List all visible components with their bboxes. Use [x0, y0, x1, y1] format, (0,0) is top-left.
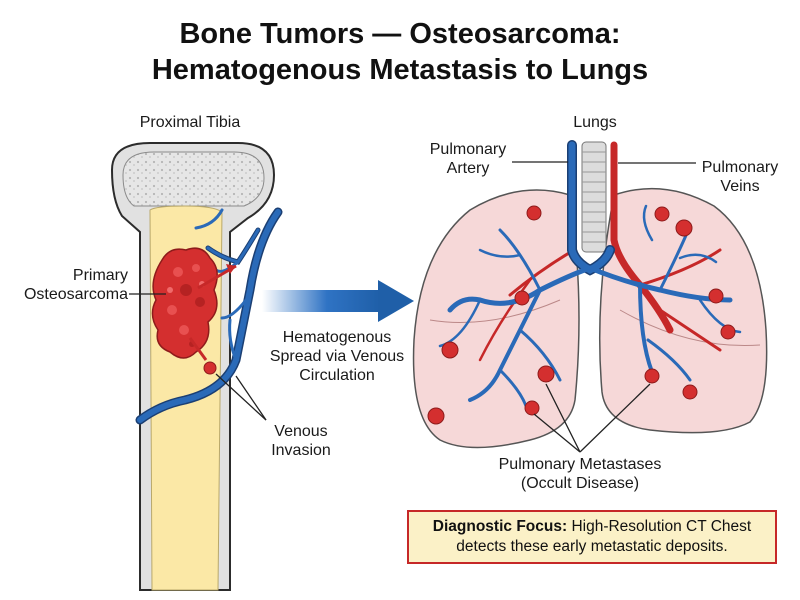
callout-heading: Diagnostic Focus:	[432, 518, 568, 535]
label-mets-line-1: Pulmonary Metastases	[498, 456, 662, 473]
spread-arrow	[262, 280, 414, 322]
mets-leader-1	[545, 383, 581, 453]
label-lungs: Lungs	[573, 114, 617, 131]
pulmonary-artery-tree	[438, 140, 742, 408]
label-proximal-tibia: Proximal Tibia	[139, 114, 241, 131]
callout-line-1: Diagnostic Focus: High-Resolution CT Che…	[409, 517, 775, 537]
label-pa-line-1: Pulmonary	[429, 141, 507, 158]
venous-leader-2	[215, 373, 267, 421]
label-spread-line-2: Spread via Venous	[269, 348, 405, 365]
label-venous-line-1: Venous	[274, 423, 328, 440]
diagnostic-callout: Diagnostic Focus: High-Resolution CT Che…	[407, 510, 777, 564]
label-spread-line-1: Hematogenous	[282, 329, 392, 346]
invasion-arrow-2	[188, 337, 208, 361]
bone-veins	[135, 207, 283, 425]
callout-line-1-rest: High-Resolution CT Chest	[567, 518, 752, 535]
tibia-bone	[110, 142, 276, 591]
label-primary-line-2: Osteosarcoma	[23, 286, 128, 303]
diagram-title-line-2: Hematogenous Metastasis to Lungs	[151, 54, 649, 86]
label-spread-line-3: Circulation	[299, 367, 375, 384]
mets-leader-3	[579, 383, 651, 453]
callout-line-2: detects these early metastatic deposits.	[456, 538, 728, 555]
lung-metastases	[427, 205, 736, 425]
label-mets-line-2: (Occult Disease)	[520, 475, 640, 492]
label-pa-line-2: Artery	[446, 160, 490, 177]
lungs	[412, 187, 768, 449]
diagram-title-line-1: Bone Tumors — Osteosarcoma:	[179, 18, 621, 50]
label-pv-line-1: Pulmonary	[701, 159, 779, 176]
label-primary-line-1: Primary	[72, 267, 128, 284]
mets-leader-2	[533, 413, 581, 453]
venous-leader-1	[235, 375, 267, 421]
label-pv-line-2: Veins	[720, 178, 760, 195]
invasion-arrowhead-1	[226, 264, 236, 274]
trachea	[581, 141, 607, 253]
label-venous-line-2: Invasion	[271, 442, 331, 459]
primary-tumor	[151, 247, 218, 375]
